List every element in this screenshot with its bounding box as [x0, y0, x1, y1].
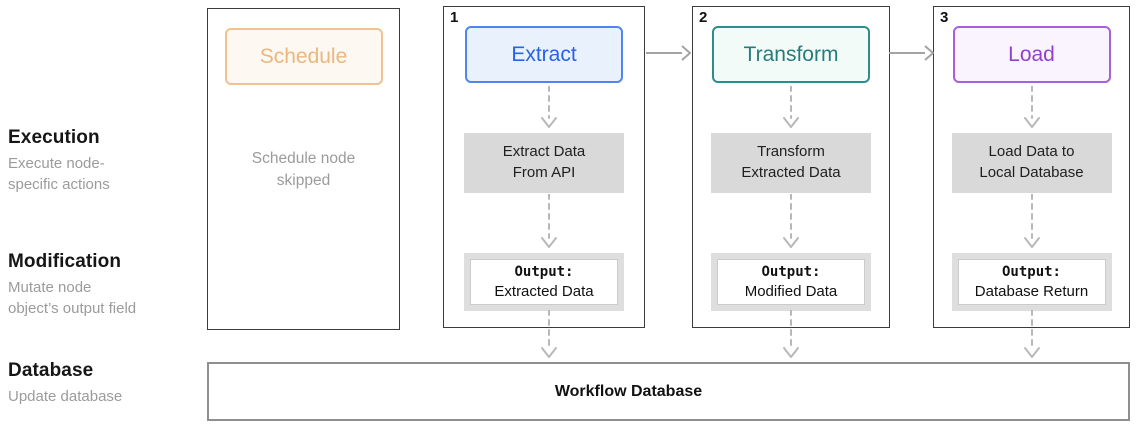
dashed-arrow-down-icon	[780, 85, 802, 135]
workflow-database-label: Workflow Database	[554, 382, 703, 400]
dashed-arrow-down-icon	[1021, 193, 1043, 255]
load-output-box: Output: Database Return	[951, 253, 1112, 311]
step-number-2: 2	[699, 9, 708, 26]
flow-arrow-right-icon	[646, 42, 692, 69]
extract-output-box: Output: Extracted Data	[464, 253, 624, 311]
transform-column: 2 Transform Transform Extracted Data Out…	[692, 6, 890, 328]
extract-node-box: Extract	[465, 26, 623, 83]
step-number-3: 3	[940, 9, 949, 26]
dashed-arrow-down-icon	[780, 309, 802, 365]
dashed-arrow-down-icon	[1021, 309, 1043, 365]
load-column: 3 Load Load Data to Local Database Outpu…	[933, 6, 1130, 328]
extract-output-prefix: Output:	[514, 263, 574, 280]
dashed-arrow-down-icon	[538, 193, 560, 255]
step-number-1: 1	[450, 9, 459, 26]
flow-arrow-right-icon	[889, 42, 935, 69]
transform-node-box: Transform	[712, 26, 870, 83]
dashed-arrow-down-icon	[538, 309, 560, 365]
extract-output-value: Extracted Data	[494, 282, 594, 300]
transform-output-value: Modified Data	[744, 282, 838, 300]
dashed-arrow-down-icon	[1021, 85, 1043, 135]
load-action-box: Load Data to Local Database	[951, 133, 1112, 193]
row-label-execution: Execution Execute node- specific actions	[8, 127, 198, 196]
modification-subtitle: Mutate node object’s output field	[8, 279, 137, 318]
row-label-database: Database Update database	[8, 360, 198, 407]
extract-action-box: Extract Data From API	[464, 133, 624, 193]
modification-title: Modification	[8, 251, 122, 272]
database-title: Database	[8, 360, 94, 381]
workflow-database-bar: Workflow Database	[207, 362, 1130, 421]
dashed-arrow-down-icon	[538, 85, 560, 135]
load-output-value: Database Return	[974, 282, 1089, 300]
extract-column: 1 Extract Extract Data From API Output: …	[443, 6, 645, 328]
schedule-skipped-note: Schedule node skipped	[251, 150, 356, 190]
load-output-prefix: Output:	[1001, 263, 1061, 280]
dashed-arrow-down-icon	[780, 193, 802, 255]
row-label-modification: Modification Mutate node object’s output…	[8, 251, 198, 320]
transform-output-prefix: Output:	[761, 263, 821, 280]
load-node-box: Load	[952, 26, 1111, 83]
database-subtitle: Update database	[8, 388, 123, 405]
schedule-node-box: Schedule	[224, 28, 383, 85]
schedule-column: Schedule Schedule node skipped	[207, 8, 400, 330]
execution-subtitle: Execute node- specific actions	[8, 155, 110, 194]
transform-action-box: Transform Extracted Data	[711, 133, 871, 193]
transform-output-box: Output: Modified Data	[711, 253, 871, 311]
execution-title: Execution	[8, 127, 100, 148]
